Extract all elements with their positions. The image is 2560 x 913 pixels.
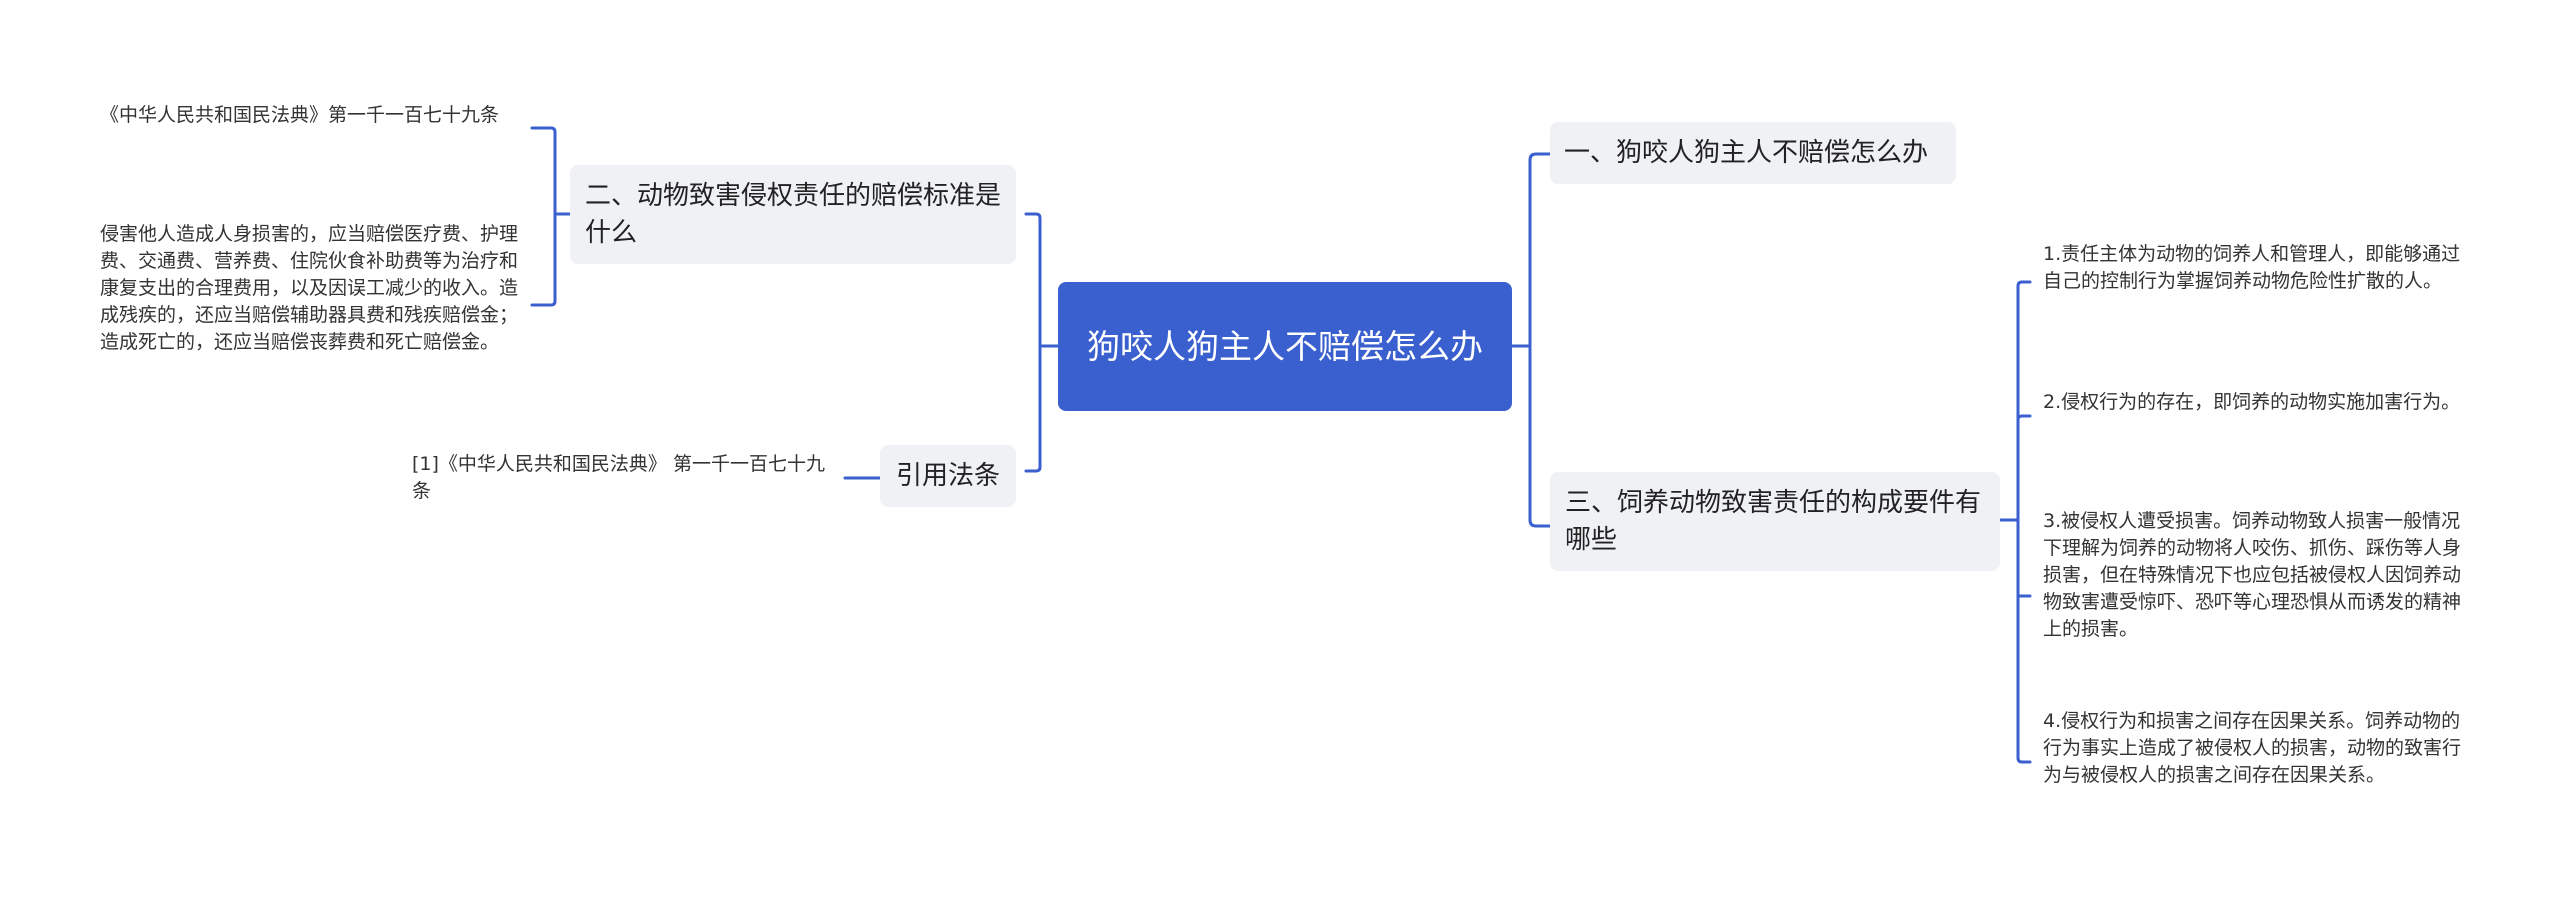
leaf-element-4-text: 4.侵权行为和损害之间存在因果关系。饲养动物的行为事实上造成了被侵权人的损害，动… <box>2043 710 2462 786</box>
branch-liability-elements-label: 三、饲养动物致害责任的构成要件有哪些 <box>1565 487 1982 555</box>
branch-compensation-standard[interactable]: 二、动物致害侵权责任的赔偿标准是什么 <box>570 165 1016 264</box>
leaf-element-1-text: 1.责任主体为动物的饲养人和管理人，即能够通过自己的控制行为掌握饲养动物危险性扩… <box>2043 243 2461 292</box>
branch-what-to-do[interactable]: 一、狗咬人狗主人不赔偿怎么办 <box>1550 122 1956 184</box>
leaf-compensation-items: 侵害他人造成人身损害的，应当赔偿医疗费、护理费、交通费、营养费、住院伙食补助费等… <box>100 221 530 356</box>
leaf-cited-law-reference: [1]《中华人民共和国民法典》 第一千一百七十九条 <box>412 451 837 505</box>
branch-liability-elements[interactable]: 三、饲养动物致害责任的构成要件有哪些 <box>1550 472 2000 571</box>
connector-elements-leaves <box>1998 280 2032 764</box>
leaf-element-1: 1.责任主体为动物的饲养人和管理人，即能够通过自己的控制行为掌握饲养动物危险性扩… <box>2043 241 2475 295</box>
connector-compensation-leaves <box>530 126 572 307</box>
leaf-compensation-items-text: 侵害他人造成人身损害的，应当赔偿医疗费、护理费、交通费、营养费、住院伙食补助费等… <box>100 223 519 353</box>
branch-what-to-do-label: 一、狗咬人狗主人不赔偿怎么办 <box>1564 137 1929 168</box>
leaf-element-4: 4.侵权行为和损害之间存在因果关系。饲养动物的行为事实上造成了被侵权人的损害，动… <box>2043 708 2475 789</box>
leaf-cited-law-reference-text: [1]《中华人民共和国民法典》 第一千一百七十九条 <box>412 453 825 502</box>
connector-root-right <box>1510 152 1552 528</box>
leaf-element-2-text: 2.侵权行为的存在，即饲养的动物实施加害行为。 <box>2043 391 2461 413</box>
root-topic-label: 狗咬人狗主人不赔偿怎么办 <box>1087 326 1483 366</box>
leaf-element-3-text: 3.被侵权人遭受损害。饲养动物致人损害一般情况下理解为饲养的动物将人咬伤、抓伤、… <box>2043 510 2462 640</box>
branch-compensation-standard-label: 二、动物致害侵权责任的赔偿标准是什么 <box>585 180 1002 248</box>
leaf-civil-code-article-text: 《中华人民共和国民法典》第一千一百七十九条 <box>100 104 500 126</box>
leaf-civil-code-article: 《中华人民共和国民法典》第一千一百七十九条 <box>100 102 530 129</box>
leaf-element-3: 3.被侵权人遭受损害。饲养动物致人损害一般情况下理解为饲养的动物将人咬伤、抓伤、… <box>2043 508 2475 643</box>
branch-cited-law-label: 引用法条 <box>895 460 1000 491</box>
leaf-element-2: 2.侵权行为的存在，即饲养的动物实施加害行为。 <box>2043 389 2475 416</box>
root-topic[interactable]: 狗咬人狗主人不赔偿怎么办 <box>1058 282 1512 411</box>
branch-cited-law[interactable]: 引用法条 <box>880 445 1016 507</box>
connector-root-left <box>1024 212 1060 473</box>
